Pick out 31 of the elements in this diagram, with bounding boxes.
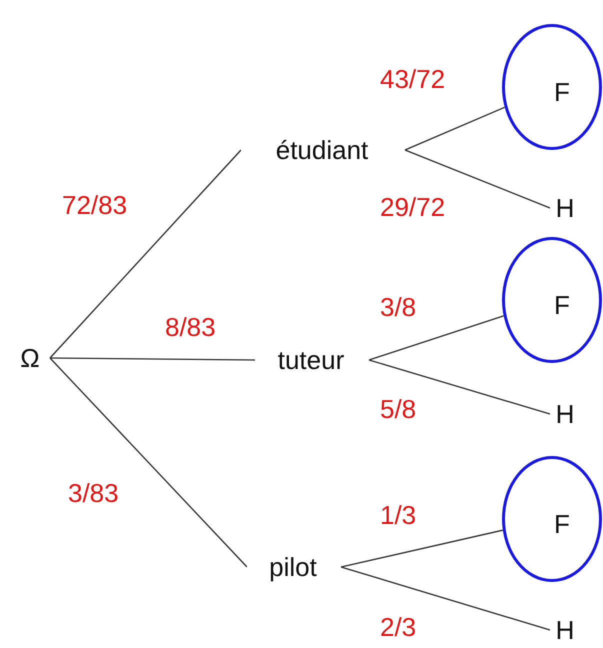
edge-label: 8/83 xyxy=(165,312,216,343)
circled-outcome xyxy=(502,24,602,150)
branch-line xyxy=(340,530,503,568)
edge-label: 29/72 xyxy=(380,192,446,223)
node-text: pilot xyxy=(269,552,317,582)
edge-label: 3/8 xyxy=(380,292,416,323)
branch-line xyxy=(50,358,248,568)
circled-outcome xyxy=(502,237,602,363)
circled-outcome xyxy=(502,456,602,582)
node-text: H xyxy=(556,614,574,646)
node-text: F xyxy=(554,508,570,540)
branch-line xyxy=(50,150,242,358)
node-text: F xyxy=(554,76,570,108)
edge-label: 1/3 xyxy=(380,500,416,531)
branch-line xyxy=(404,106,505,151)
node-text: H xyxy=(556,192,574,224)
edge-label: 72/83 xyxy=(62,190,128,221)
node-text: tuteur xyxy=(278,344,344,376)
node-text: étudiant xyxy=(276,134,368,166)
edge-label: 5/8 xyxy=(380,394,416,425)
node-text: Ω xyxy=(20,342,40,374)
branch-line xyxy=(404,149,550,209)
edge-label: 2/3 xyxy=(380,612,416,643)
branch-line xyxy=(368,315,504,361)
node-text: F xyxy=(554,290,570,320)
node-text: H xyxy=(556,398,574,430)
branch-line xyxy=(340,566,550,631)
edge-label: 3/83 xyxy=(68,478,119,509)
branch-line xyxy=(368,359,550,415)
edge-label: 43/72 xyxy=(380,64,446,95)
branch-line xyxy=(50,357,255,361)
